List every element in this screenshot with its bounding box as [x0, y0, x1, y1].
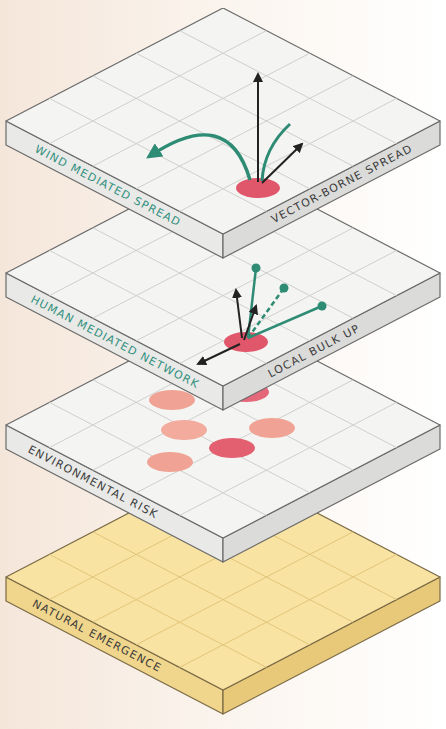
grid-line [136, 76, 353, 189]
grid-line [93, 357, 310, 470]
grid-line [93, 76, 310, 189]
grid-line [93, 53, 310, 166]
grid-line [180, 183, 397, 296]
risk-oval [161, 420, 207, 440]
grid-line [49, 250, 266, 363]
grid-line [49, 31, 266, 144]
grid-line [136, 53, 353, 166]
vector-arrow [257, 74, 259, 182]
slab-top-face [6, 8, 440, 234]
grid-line [180, 98, 397, 211]
grid-line [93, 380, 310, 493]
grid-line [136, 532, 353, 645]
grid-line [136, 205, 353, 318]
grid-line [93, 532, 310, 645]
grid-line [93, 228, 310, 341]
grid-line [49, 487, 266, 600]
grid-line [136, 509, 353, 622]
network-dot [252, 264, 261, 273]
wind-arrow [262, 124, 290, 181]
risk-oval [149, 390, 195, 410]
grid-line [49, 402, 266, 515]
network-link [248, 306, 322, 338]
grid-line [180, 402, 397, 515]
wind-arrow [150, 135, 250, 180]
grid-line [93, 205, 310, 318]
grid-line [49, 183, 266, 296]
vector-arrow [262, 144, 302, 183]
slab-top-face [6, 312, 440, 538]
grid-line [180, 554, 397, 667]
slab-top-face [6, 464, 440, 690]
network-dot [318, 302, 327, 311]
risk-oval [223, 382, 269, 402]
network-dot [280, 284, 289, 293]
risk-oval [249, 418, 295, 438]
grid-line [49, 335, 266, 448]
risk-oval [147, 452, 193, 472]
grid-line [180, 335, 397, 448]
slab-top-face [6, 160, 440, 386]
grid-line [49, 98, 266, 211]
bulk-arrow [198, 344, 240, 364]
layer-slab: WIND MEDIATED SPREADVECTOR-BORNE SPREAD [0, 8, 446, 260]
grid-line [93, 509, 310, 622]
grid-line [136, 380, 353, 493]
grid-line [180, 487, 397, 600]
bulk-arrow [244, 306, 256, 340]
bulk-arrow [236, 290, 242, 338]
slab-illustration [0, 8, 446, 260]
grid-line [136, 228, 353, 341]
risk-oval [209, 438, 255, 458]
grid-line [49, 554, 266, 667]
grid-line [180, 250, 397, 363]
